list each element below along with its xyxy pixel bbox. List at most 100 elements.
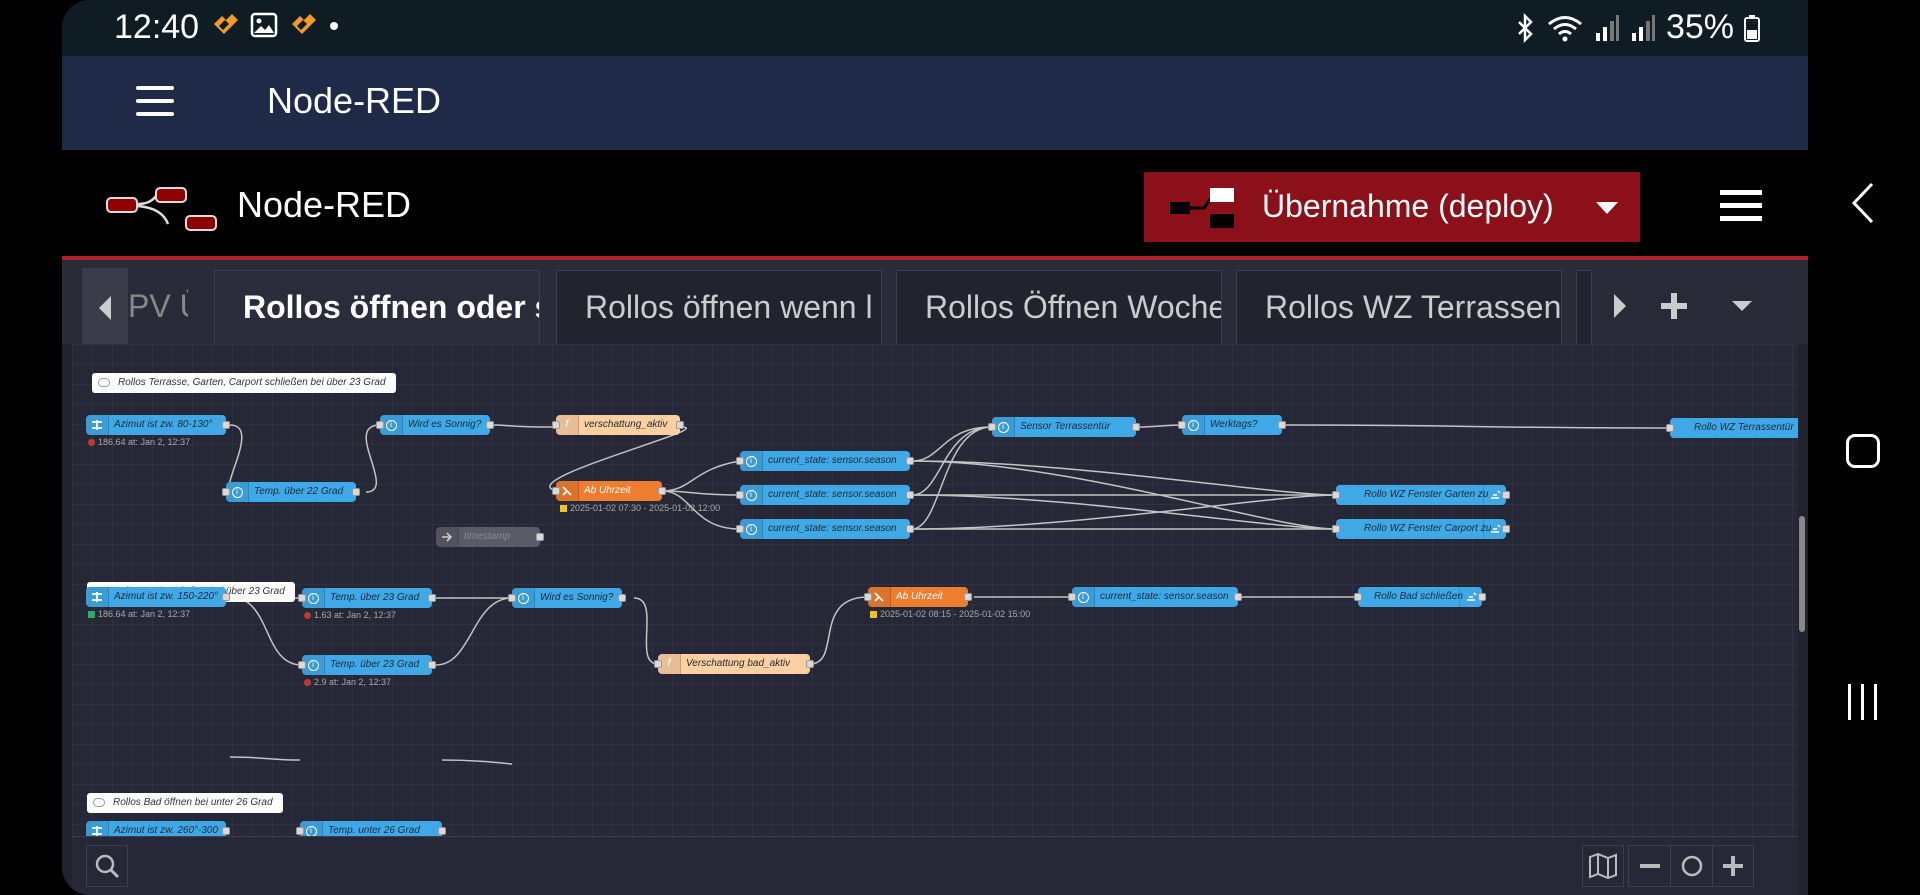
node-label: Temp. über 23 Grad <box>330 592 420 603</box>
season-node[interactable]: i current_state: sensor.season <box>1068 587 1242 607</box>
input-port[interactable] <box>298 661 306 669</box>
zoom-in-button[interactable] <box>1712 845 1754 887</box>
output-port[interactable] <box>1502 491 1510 499</box>
azimut-node[interactable]: Azimut ist zw. 150-220° <box>86 587 230 607</box>
tab-rollos-oeffnen-oder[interactable]: Rollos öffnen oder s <box>214 270 540 344</box>
sonnig-node[interactable]: i Wird es Sonnig? <box>508 588 626 608</box>
input-port[interactable] <box>508 594 516 602</box>
time-node[interactable]: Ab Uhrzeit <box>552 481 666 501</box>
input-port[interactable] <box>736 457 744 465</box>
zoom-out-button[interactable] <box>1628 845 1670 887</box>
input-port[interactable] <box>296 827 304 835</box>
time-node[interactable]: Ab Uhrzeit <box>864 587 972 607</box>
output-port[interactable] <box>1478 593 1486 601</box>
input-port[interactable] <box>1178 421 1186 429</box>
deploy-button[interactable]: Übernahme (deploy) <box>1144 172 1640 242</box>
navigator-button[interactable] <box>1582 845 1624 887</box>
back-icon[interactable] <box>1850 182 1876 224</box>
input-port[interactable] <box>298 594 306 602</box>
node-label: current_state: sensor.season <box>768 455 897 466</box>
rollo-node[interactable]: Rollo WZ Fenster Carport zu <box>1332 519 1510 539</box>
comment-node[interactable]: Rollos Bad öffnen bei unter 26 Grad <box>87 793 283 813</box>
rollo-node[interactable]: Rollo WZ Fenster Garten zu <box>1332 485 1510 505</box>
switch-icon <box>86 415 109 435</box>
output-port[interactable] <box>1278 421 1286 429</box>
azimut-node[interactable]: Azimut ist zw. 80-130° <box>86 415 230 435</box>
home-icon[interactable] <box>1846 434 1880 468</box>
output-port[interactable] <box>906 491 914 499</box>
deploy-dropdown-icon[interactable] <box>1596 202 1618 214</box>
output-port[interactable] <box>536 533 544 541</box>
add-flow-button[interactable] <box>1646 268 1702 344</box>
output-port[interactable] <box>486 421 494 429</box>
temp-node[interactable]: i Temp. unter 26 Grad <box>296 821 446 836</box>
node-status: 2.9 at: Jan 2, 12:37 <box>304 677 391 687</box>
output-port[interactable] <box>428 661 436 669</box>
inject-node[interactable]: timestamp <box>436 527 544 547</box>
output-port[interactable] <box>964 593 972 601</box>
output-port[interactable] <box>618 594 626 602</box>
output-port[interactable] <box>222 593 230 601</box>
werktags-node[interactable]: i Werktags? <box>1178 415 1286 435</box>
recent-apps-icon[interactable] <box>1848 684 1877 720</box>
tab-scroll-right-button[interactable] <box>1598 268 1642 344</box>
input-port[interactable] <box>654 660 662 668</box>
output-port[interactable] <box>906 525 914 533</box>
input-port[interactable] <box>1068 593 1076 601</box>
output-port[interactable] <box>222 827 230 835</box>
output-port[interactable] <box>906 457 914 465</box>
main-menu-icon[interactable] <box>1720 190 1762 224</box>
temp-node[interactable]: i Temp. über 22 Grad <box>222 482 360 502</box>
temp-node[interactable]: i Temp. über 23 Grad <box>298 655 436 675</box>
input-port[interactable] <box>1332 525 1340 533</box>
season-node[interactable]: i current_state: sensor.season <box>736 485 914 505</box>
node-label: Temp. über 22 Grad <box>254 486 344 497</box>
output-port[interactable] <box>438 827 446 835</box>
search-button[interactable] <box>86 845 128 887</box>
azimut-node[interactable]: Azimut ist zw. 260°-300 <box>86 821 230 836</box>
comment-node[interactable]: Rollos Terrasse, Garten, Carport schließ… <box>92 373 396 393</box>
output-port[interactable] <box>1234 593 1242 601</box>
output-port[interactable] <box>1132 423 1140 431</box>
zoom-reset-button[interactable] <box>1670 845 1712 887</box>
output-port[interactable] <box>428 594 436 602</box>
bluetooth-icon <box>1518 12 1533 43</box>
output-port[interactable] <box>676 421 684 429</box>
output-port[interactable] <box>222 421 230 429</box>
tab-list-dropdown-button[interactable] <box>1714 268 1770 344</box>
output-port[interactable] <box>1502 525 1510 533</box>
sensor-node[interactable]: i Sensor Terrassentür <box>988 417 1140 437</box>
input-port[interactable] <box>1354 593 1362 601</box>
input-port[interactable] <box>988 423 996 431</box>
season-node[interactable]: i current_state: sensor.season <box>736 451 914 471</box>
sonnig-node[interactable]: i Wird es Sonnig? <box>376 415 494 435</box>
flow-tabs: PV Ü Rollos öffnen oder s Rollos öffnen … <box>62 260 1808 348</box>
input-port[interactable] <box>552 421 560 429</box>
input-port[interactable] <box>1332 491 1340 499</box>
input-port[interactable] <box>552 487 560 495</box>
input-port[interactable] <box>376 421 384 429</box>
function-node[interactable]: f verschattung_aktiv <box>552 415 684 435</box>
function-node[interactable]: f Verschattung bad_aktiv <box>654 654 814 674</box>
season-node[interactable]: i current_state: sensor.season <box>736 519 914 539</box>
tab-rollos-oeffnen-wenn[interactable]: Rollos öffnen wenn l <box>556 270 882 344</box>
rollo-node[interactable]: Rollo WZ Terrassentür <box>1666 418 1798 438</box>
rollo-node[interactable]: Rollo Bad schließen <box>1354 587 1486 607</box>
input-port[interactable] <box>736 491 744 499</box>
drawer-menu-icon[interactable] <box>136 86 174 120</box>
tab-partial-right[interactable] <box>1576 270 1592 344</box>
workspace-scrollbar[interactable] <box>1799 516 1805 632</box>
tab-rollos-oeffnen-woche[interactable]: Rollos Öffnen Woche <box>896 270 1222 344</box>
temp-node[interactable]: i Temp. über 23 Grad <box>298 588 436 608</box>
tab-partial-left[interactable]: PV Ü <box>128 288 188 324</box>
input-port[interactable] <box>736 525 744 533</box>
tab-scroll-left-button[interactable] <box>82 268 128 348</box>
output-port[interactable] <box>658 487 666 495</box>
input-port[interactable] <box>1666 424 1674 432</box>
input-port[interactable] <box>864 593 872 601</box>
tab-rollos-wz-terrassen[interactable]: Rollos WZ Terrassen <box>1236 270 1562 344</box>
node-label: Wird es Sonnig? <box>540 592 614 603</box>
input-port[interactable] <box>222 488 230 496</box>
output-port[interactable] <box>806 660 814 668</box>
output-port[interactable] <box>352 488 360 496</box>
